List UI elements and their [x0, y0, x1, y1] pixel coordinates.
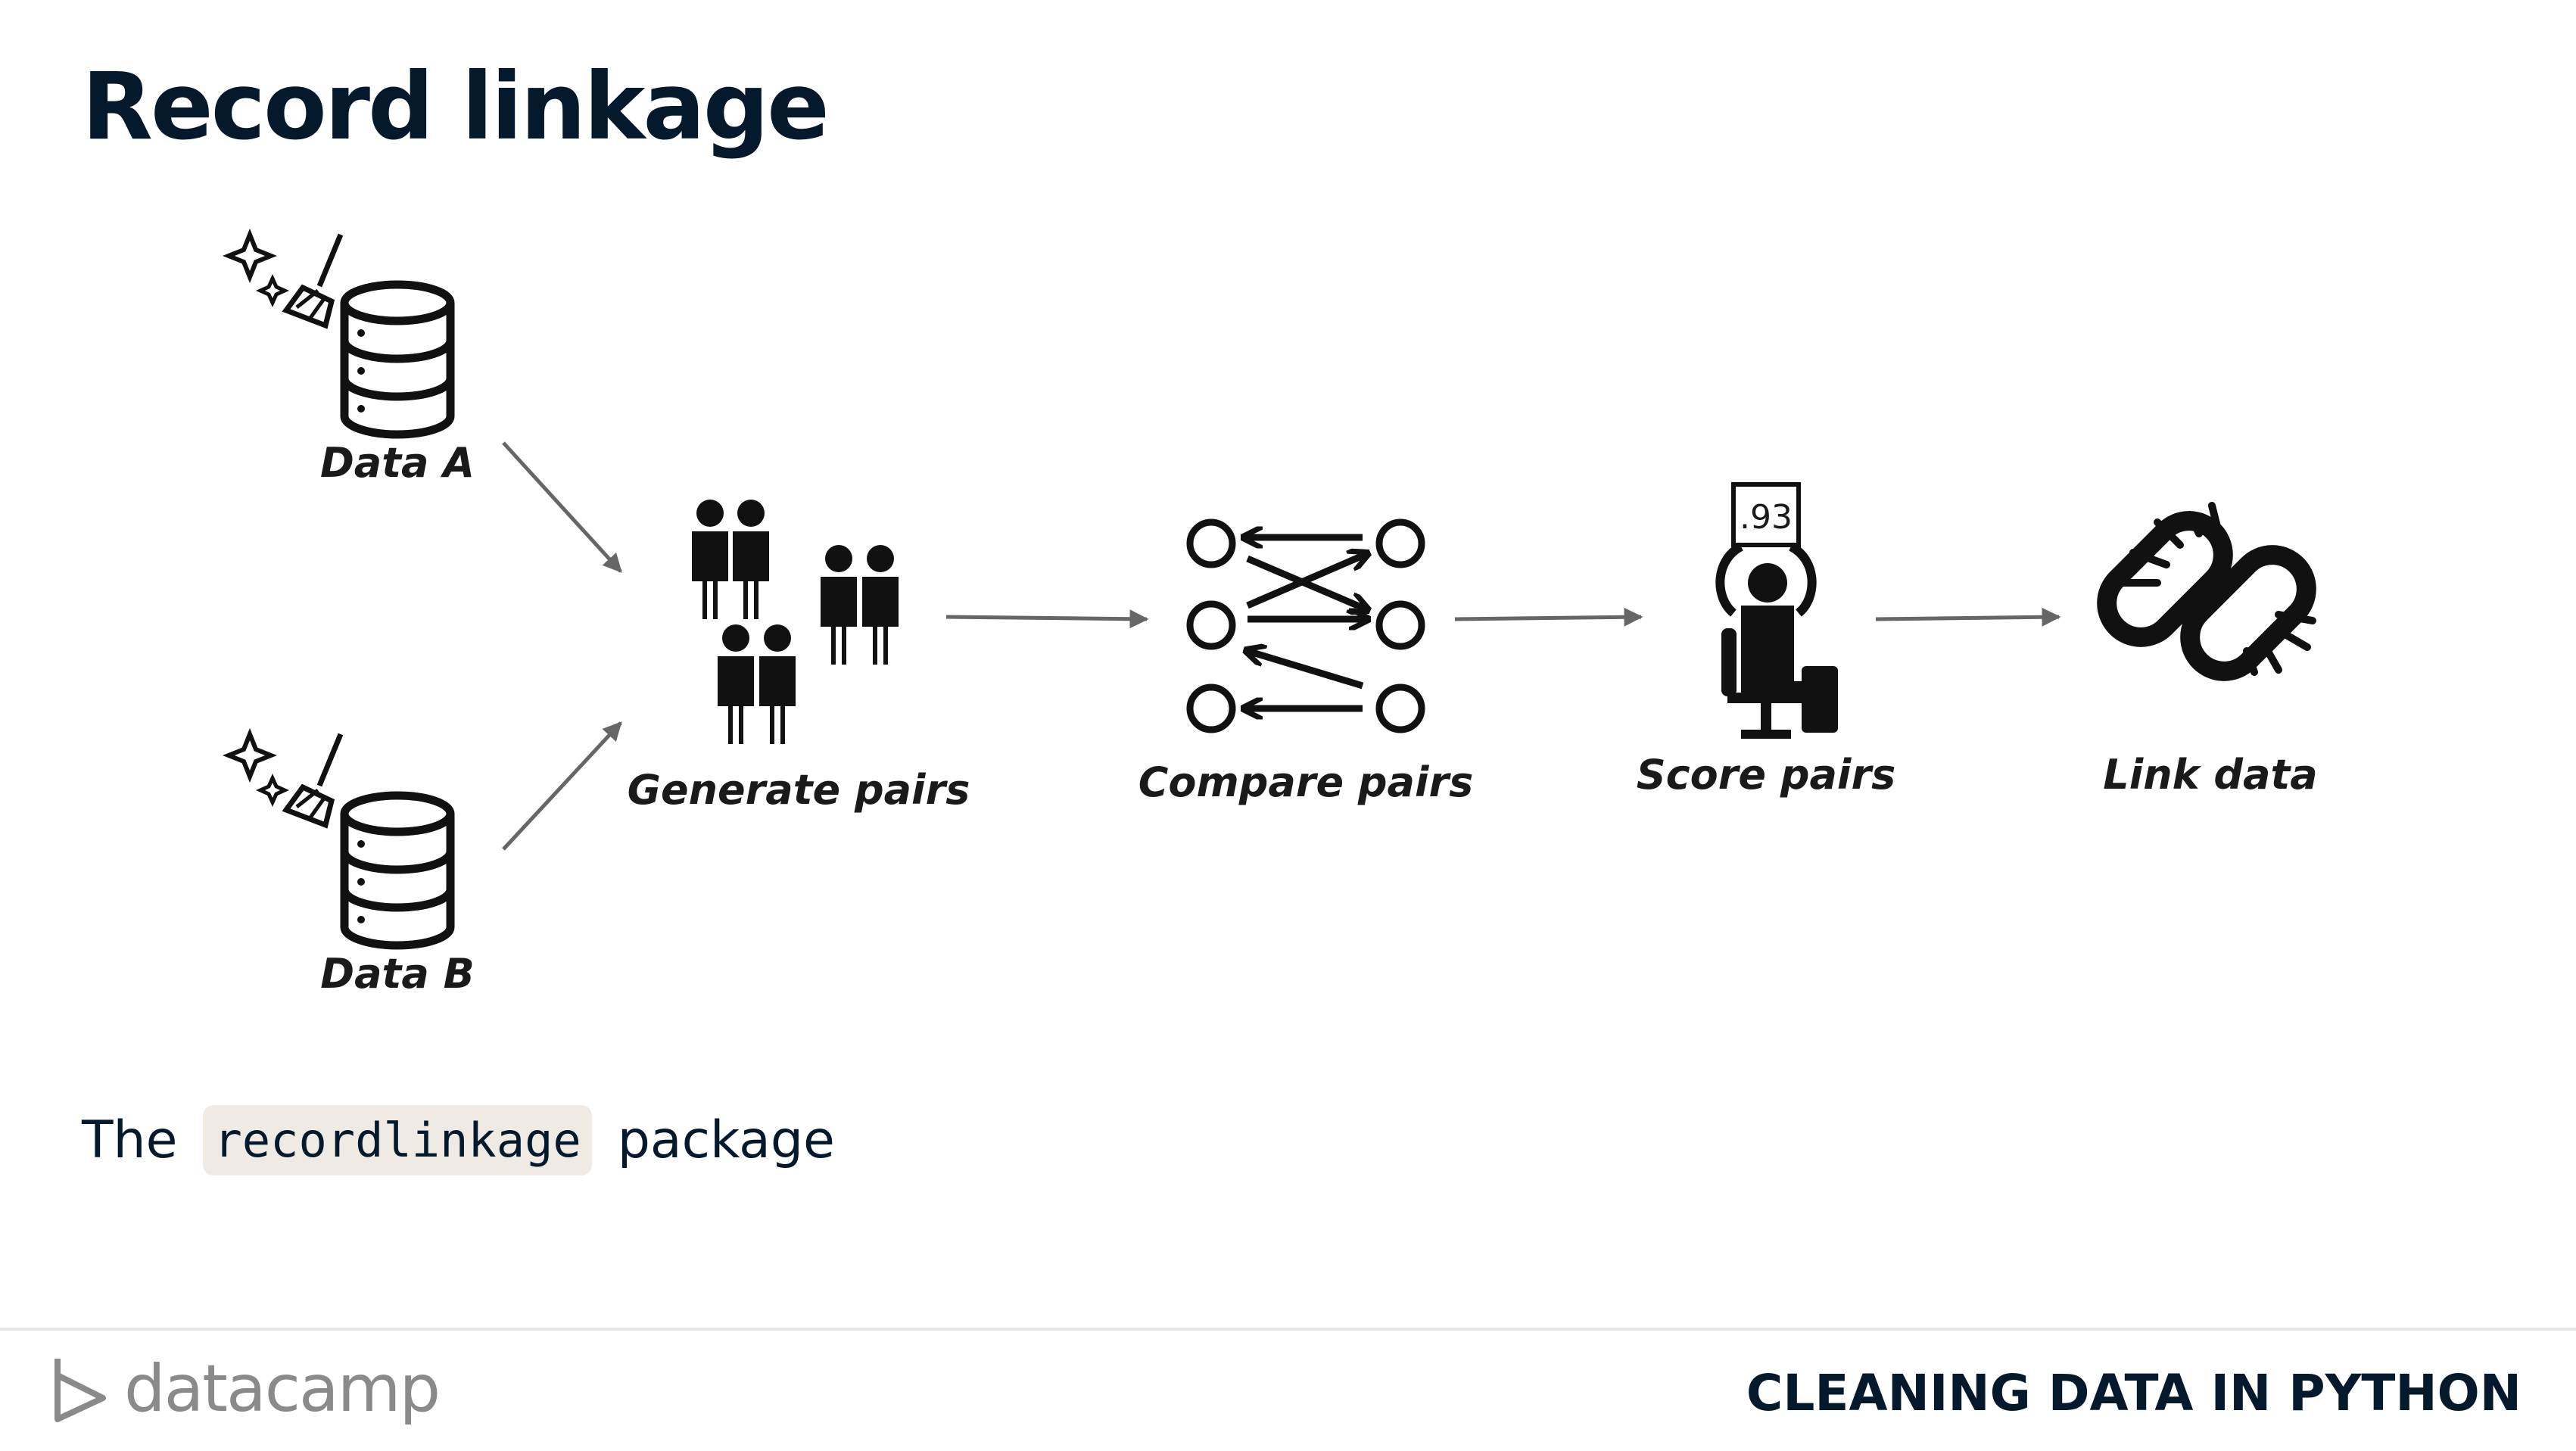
score-pairs-label: Score pairs	[1637, 751, 1895, 799]
score-judge-icon	[1715, 482, 1838, 739]
footer-divider	[0, 1328, 2576, 1331]
course-title: CLEANING DATA IN PYTHON	[1746, 1364, 2521, 1422]
generate-pairs-label: Generate pairs	[628, 766, 970, 814]
data-b-label: Data B	[320, 950, 474, 998]
compare-pairs-label: Compare pairs	[1138, 758, 1474, 806]
package-code: recordlinkage	[203, 1105, 592, 1175]
link-data-label: Link data	[2103, 751, 2317, 799]
database-a-icon	[229, 235, 450, 434]
database-b-icon	[229, 734, 450, 945]
bullet-suffix: package	[617, 1110, 835, 1170]
bullet-prefix: The	[82, 1110, 178, 1170]
record-linkage-diagram: Data A Data B Generate pairs Compare pai…	[0, 0, 2318, 998]
broken-link-icon	[2097, 502, 2316, 681]
package-note: The recordlinkage package	[82, 1105, 835, 1175]
datacamp-logo: datacamp	[51, 1351, 441, 1427]
arrow-compare-to-score	[1454, 607, 1643, 627]
people-pairs-icon	[692, 500, 899, 744]
score-value: .93	[1740, 498, 1793, 537]
page-title: Record linkage	[82, 53, 830, 160]
brand-name: datacamp	[124, 1351, 441, 1427]
arrow-b-to-generate	[502, 721, 622, 851]
arrow-score-to-link	[1875, 607, 2061, 627]
arrow-a-to-generate	[502, 441, 622, 573]
data-a-label: Data A	[320, 439, 475, 487]
compare-pairs-icon	[1186, 518, 1425, 733]
datacamp-mark-icon	[55, 1359, 106, 1422]
arrow-generate-to-compare	[945, 609, 1149, 629]
